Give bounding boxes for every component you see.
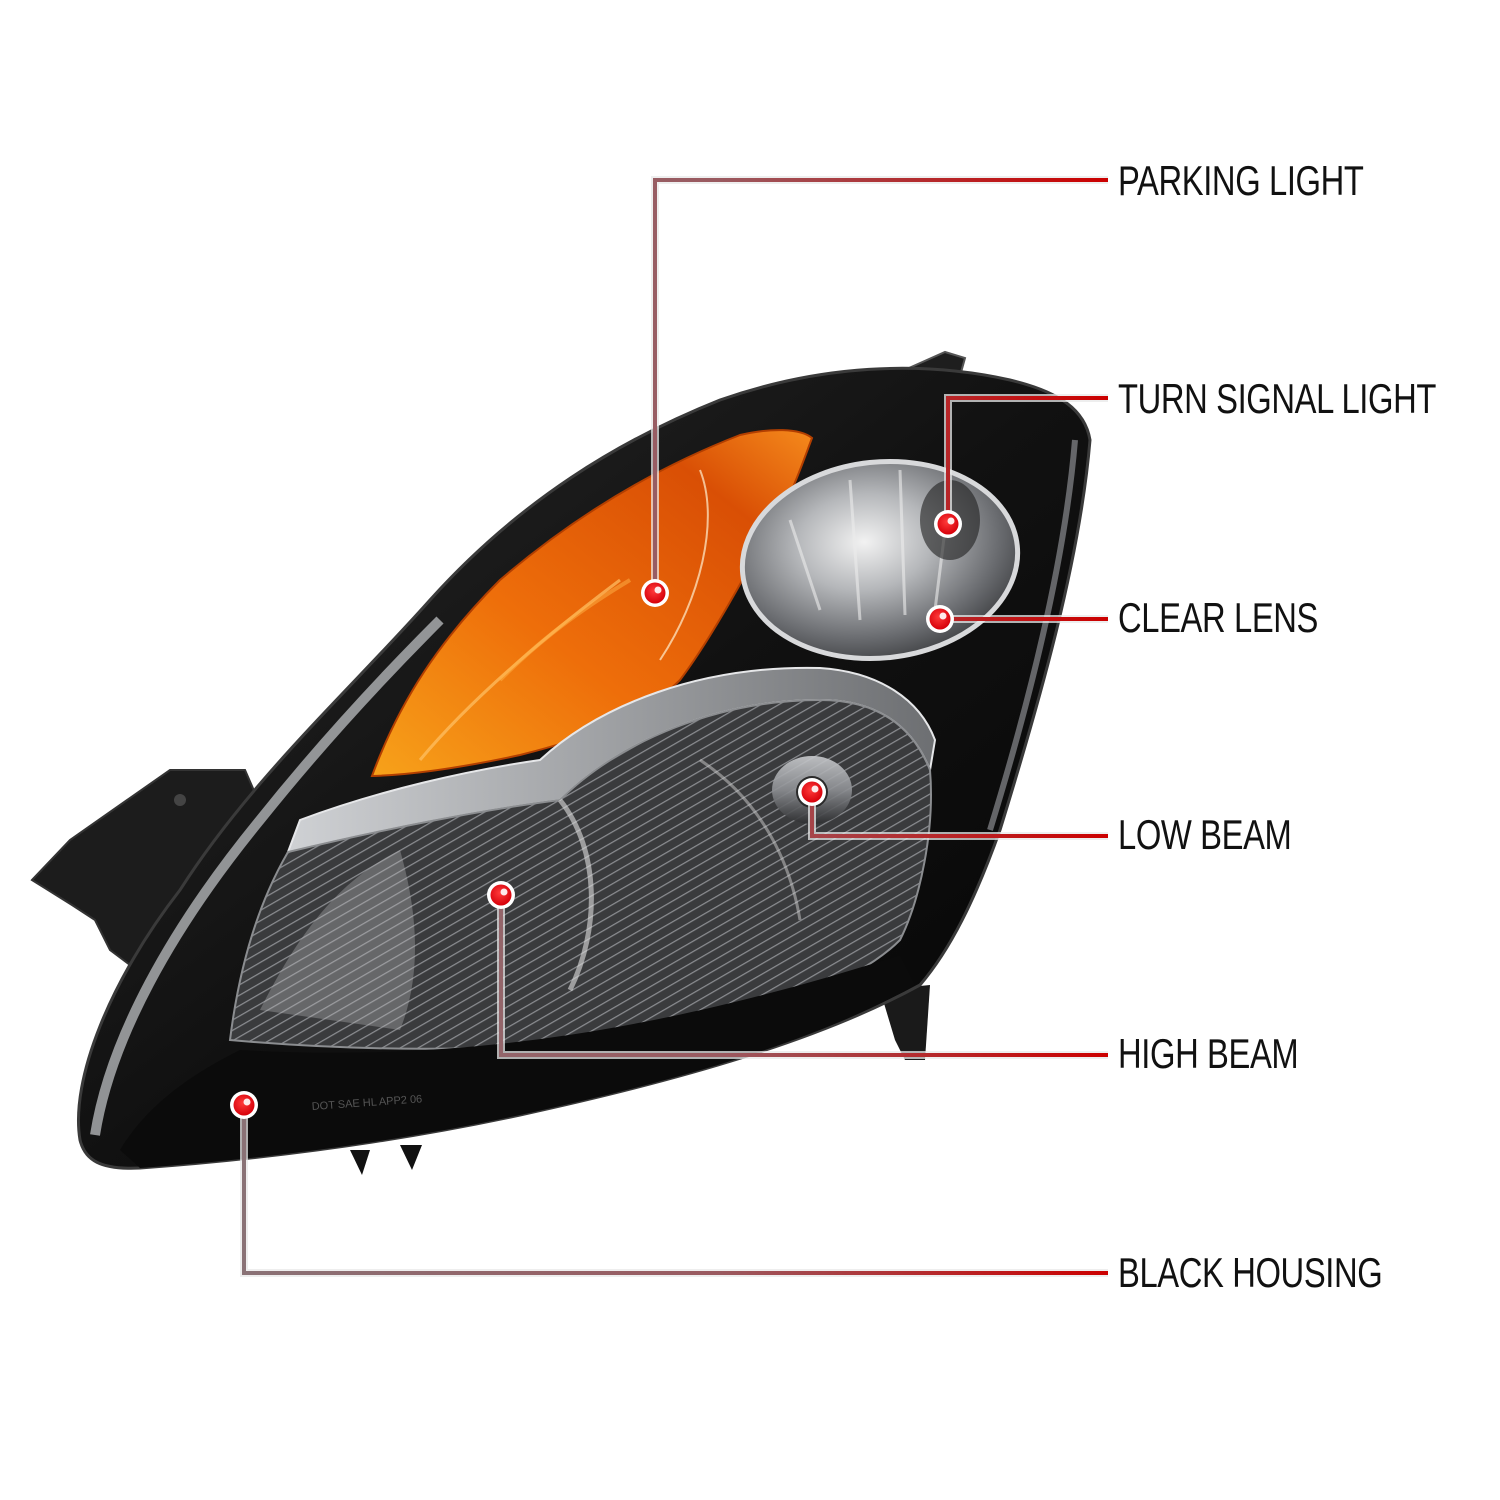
callout-line-halo-high-beam <box>497 895 1108 1059</box>
label-black-housing: BLACK HOUSING <box>1118 1249 1383 1296</box>
callout-dot-clear-lens[interactable] <box>926 605 954 633</box>
label-turn-signal-light: TURN SIGNAL LIGHT <box>1118 375 1436 422</box>
callout-line-turn-signal-light <box>946 396 1108 524</box>
label-high-beam: HIGH BEAM <box>1118 1030 1299 1077</box>
callout-line-halo-turn-signal-light <box>944 394 1108 524</box>
callout-line-halo-black-housing <box>240 1105 1108 1277</box>
callout-line-black-housing <box>242 1105 1108 1275</box>
callout-line-high-beam <box>499 895 1108 1057</box>
callout-dot-turn-signal-light[interactable] <box>934 510 962 538</box>
callout-line-halo-low-beam <box>808 792 1108 840</box>
callout-line-halo-parking-light <box>651 176 1108 593</box>
label-parking-light: PARKING LIGHT <box>1118 157 1364 204</box>
callout-dot-high-beam[interactable] <box>487 881 515 909</box>
callout-dot-black-housing[interactable] <box>230 1091 258 1119</box>
callout-dot-parking-light[interactable] <box>641 579 669 607</box>
label-clear-lens: CLEAR LENS <box>1118 594 1319 641</box>
callout-line-low-beam <box>810 792 1108 838</box>
callout-line-parking-light <box>653 178 1108 593</box>
callout-dot-low-beam[interactable] <box>798 778 826 806</box>
label-low-beam: LOW BEAM <box>1118 811 1292 858</box>
